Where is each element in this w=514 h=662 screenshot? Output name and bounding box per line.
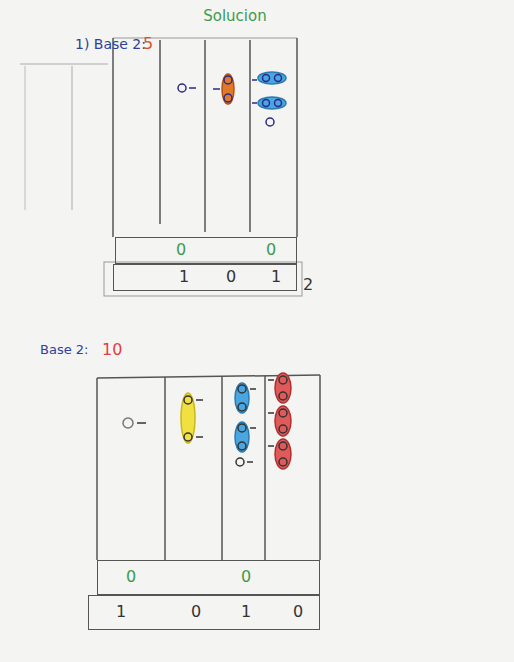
base-label: Base 2: xyxy=(40,343,88,357)
digit: 1 xyxy=(116,603,126,621)
digit: 0 xyxy=(293,603,303,621)
decimal-number: 10 xyxy=(102,341,122,359)
digit: 0 xyxy=(266,241,276,259)
digit: 0 xyxy=(191,603,201,621)
digit: 1 xyxy=(241,603,251,621)
decimal-number: 5 xyxy=(143,35,153,53)
digit: 0 xyxy=(126,568,136,586)
digit: 0 xyxy=(176,241,186,259)
title: Solucion xyxy=(203,8,266,25)
base-label: 1) Base 2: xyxy=(75,37,146,52)
digit: 1 xyxy=(271,268,281,286)
bead-band: 00 xyxy=(115,237,297,264)
base-subscript: 2 xyxy=(303,276,313,294)
bead-band: 00 xyxy=(97,560,320,595)
digit-row: 1 0 1 xyxy=(113,264,297,291)
digit-row: 1 0 1 0 xyxy=(88,595,320,630)
digit: 0 xyxy=(226,268,236,286)
digit: 1 xyxy=(179,268,189,286)
digit: 0 xyxy=(241,568,251,586)
